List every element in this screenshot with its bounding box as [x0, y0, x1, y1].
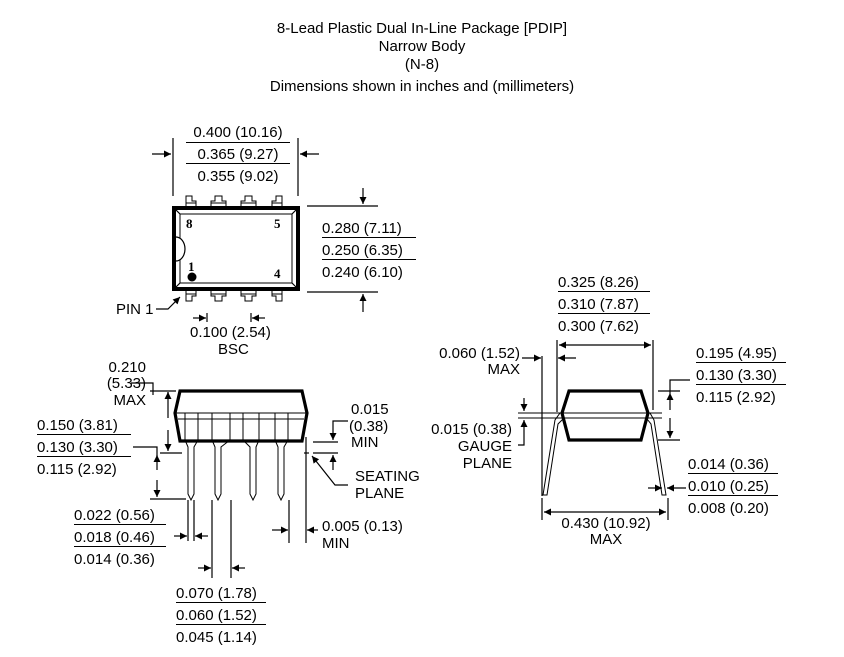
top-pins: [185, 195, 283, 206]
title-line-1: 8-Lead Plastic Dual In-Line Package [PDI…: [276, 20, 568, 37]
length-rule-1: [186, 124, 290, 143]
lead-thickness-min: 0.008 (0.20): [688, 500, 769, 517]
side-view: [131, 382, 348, 578]
lead-length-nom: 0.130 (3.30): [37, 439, 131, 457]
shoulder-width-nom: 0.060 (1.52): [176, 607, 266, 625]
lead-width-nom: 0.018 (0.46): [74, 529, 166, 547]
body-height-max: 0.195 (4.95): [696, 345, 786, 363]
shoulder-offset-value: 0.060 (1.52): [439, 345, 520, 362]
row-spacing-max: 0.325 (8.26): [558, 274, 650, 292]
shoulder-width-max: 0.070 (1.78): [176, 585, 266, 603]
seating-plane-label-1: SEATING: [355, 468, 420, 485]
standoff-note: MIN: [351, 434, 379, 451]
body-height-min: 0.115 (2.92): [696, 389, 776, 406]
max-height-mm: (5.33): [106, 375, 146, 392]
overall-width-note: MAX: [589, 531, 623, 548]
pin-label-8: 8: [186, 216, 193, 231]
gauge-plane-label-2: PLANE: [462, 455, 512, 472]
standoff-arrow-down: [329, 420, 348, 440]
body-height-nom: 0.130 (3.30): [696, 367, 786, 385]
standoff-mm: (0.38): [349, 418, 389, 435]
row-spacing-min: 0.300 (7.62): [558, 318, 639, 335]
title-line-3: (N-8): [404, 56, 440, 73]
lead-width-max: 0.022 (0.56): [74, 507, 166, 525]
pin-label-1: 1: [188, 259, 195, 274]
pin1-leader: [156, 296, 181, 310]
orientation-notch: [175, 236, 186, 262]
width-max: 0.280 (7.11): [322, 220, 416, 238]
pitch-note: BSC: [218, 341, 249, 358]
end-clearance-note: MIN: [322, 535, 350, 552]
lead-thickness-nom: 0.010 (0.25): [688, 478, 778, 496]
length-nom: 0.365 (9.27): [197, 146, 279, 163]
end-view-body: [560, 389, 650, 442]
end-leads: [542, 412, 667, 496]
top-view-body: [172, 206, 300, 291]
width-nom: 0.250 (6.35): [322, 242, 416, 260]
standoff-value: 0.015: [351, 401, 389, 418]
gauge-plane-value: 0.015 (0.38): [431, 421, 512, 438]
lead-length-min: 0.115 (2.92): [37, 461, 117, 478]
length-min: 0.355 (9.02): [197, 168, 279, 185]
pin-label-4: 4: [274, 266, 281, 281]
seating-plane-label-2: PLANE: [355, 485, 405, 502]
side-view-body: [173, 389, 309, 443]
bottom-pins: [185, 291, 283, 302]
lead-thickness-max: 0.014 (0.36): [688, 456, 778, 474]
pitch-value: 0.100 (2.54): [190, 324, 271, 341]
title-line-2: Narrow Body: [378, 38, 466, 55]
shoulder-offset-note: MAX: [487, 361, 520, 378]
pin-label-5: 5: [274, 216, 281, 231]
lead-length-max: 0.150 (3.81): [37, 417, 131, 435]
width-min: 0.240 (6.10): [322, 264, 403, 281]
seating-plane-leader: [311, 455, 348, 486]
end-view: [518, 340, 690, 520]
gauge-arrow-up: [518, 420, 528, 446]
pin1-callout: PIN 1: [116, 301, 154, 318]
gauge-plane-label-1: GAUGE: [457, 438, 512, 455]
row-spacing-nom: 0.310 (7.87): [558, 296, 650, 314]
shoulder-width-min: 0.045 (1.14): [176, 629, 257, 646]
top-view: [152, 138, 378, 322]
lead-width-min: 0.014 (0.36): [74, 551, 155, 568]
max-height-note: MAX: [113, 392, 146, 409]
title-line-4: Dimensions shown in inches and (millimet…: [269, 78, 575, 95]
overall-width-value: 0.430 (10.92): [561, 515, 651, 532]
length-max: 0.400 (10.16): [193, 124, 283, 141]
end-clearance-value: 0.005 (0.13): [322, 518, 403, 535]
length-rule-2: [186, 146, 290, 164]
max-height-value: 0.210: [108, 359, 146, 376]
side-leads: [184, 413, 289, 502]
pin1-dot: [187, 272, 197, 282]
